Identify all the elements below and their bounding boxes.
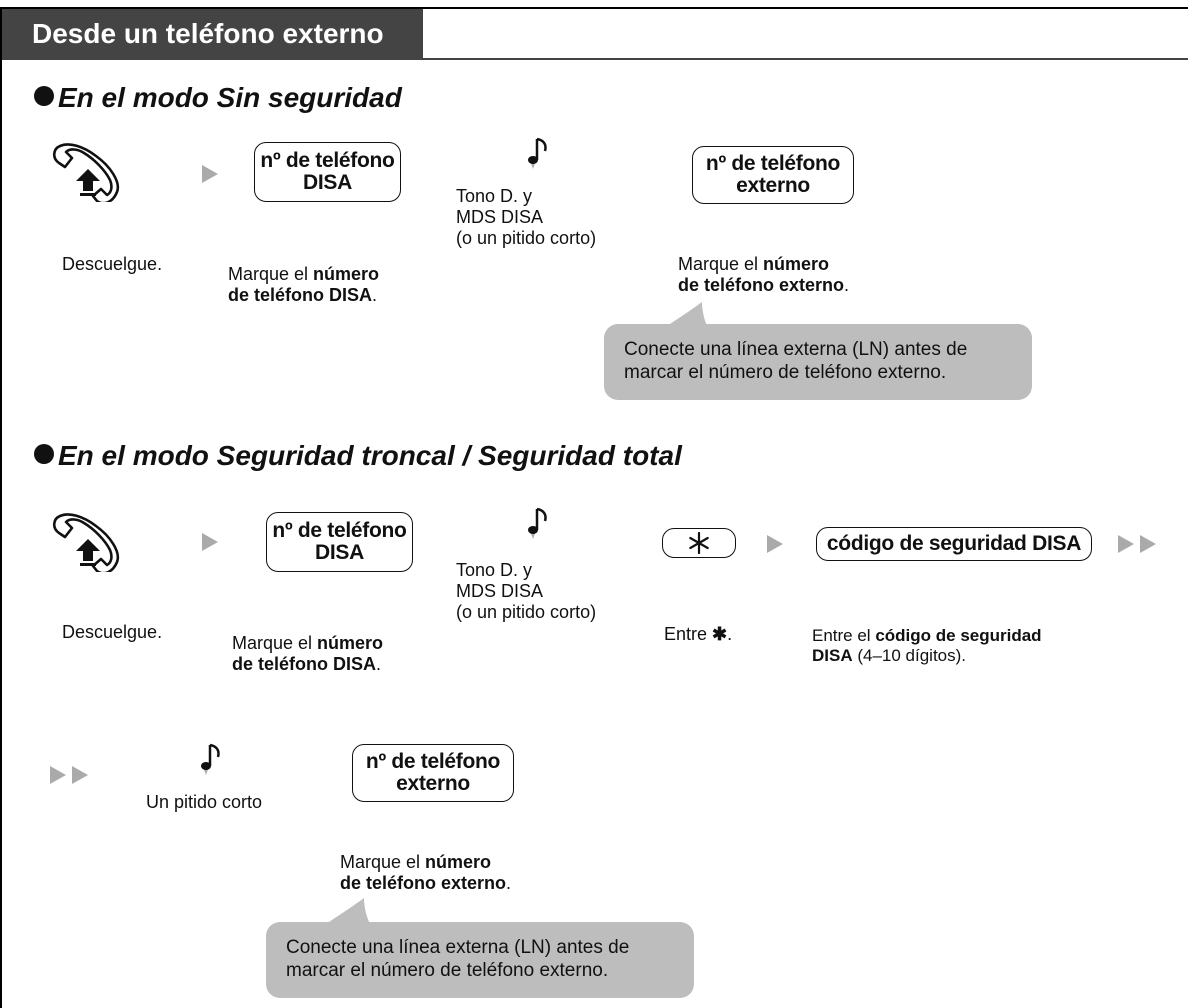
triangle-right-icon — [202, 533, 218, 551]
triangle-right-icon — [202, 165, 218, 183]
note-pointer — [326, 898, 370, 924]
bullet-icon — [34, 444, 54, 464]
tone-caption: Tono D. y MDS DISA (o un pitido corto) — [456, 186, 597, 248]
section-header-title: Desde un teléfono externo — [32, 18, 384, 49]
double-triangle-right-icon — [1118, 535, 1156, 553]
musical-note-tone-icon — [528, 507, 547, 539]
external-number-key: nº de teléfono externo — [352, 744, 514, 802]
frame-top-border — [0, 7, 1188, 9]
offhook-caption: Descuelgue. — [62, 254, 163, 274]
external-number-key: nº de teléfono externo — [692, 146, 854, 204]
frame-left-border — [0, 7, 2, 1008]
triangle-right-icon — [767, 535, 783, 553]
star-key — [662, 528, 736, 558]
dial-external-caption: Marque el número de teléfono externo. — [678, 254, 850, 295]
disa-number-key: nº de teléfono DISA — [254, 142, 401, 202]
mode-title-security: En el modo Seguridad troncal / Seguridad… — [34, 440, 682, 472]
musical-note-tone-icon — [528, 137, 547, 169]
mode-title-no-security: En el modo Sin seguridad — [34, 82, 402, 114]
offhook-caption: Descuelgue. — [62, 622, 163, 642]
section-header: Desde un teléfono externo — [2, 9, 423, 59]
musical-note-tone-icon — [201, 743, 220, 775]
disa-security-code-key: código de seguridad DISA — [816, 527, 1092, 561]
bullet-icon — [34, 86, 54, 106]
double-triangle-right-icon — [50, 766, 88, 784]
short-beep-caption: Un pitido corto — [146, 792, 263, 812]
note-pointer — [664, 302, 708, 328]
enter-star-caption: Entre ✱. — [664, 624, 733, 644]
dial-external-caption: Marque el número de teléfono externo. — [340, 852, 512, 893]
note-bubble: Conecte una línea externa (LN) antes de … — [604, 324, 1032, 400]
phone-handset-offhook-icon — [52, 513, 120, 572]
dial-disa-caption: Marque el número de teléfono DISA. — [228, 264, 380, 305]
star-key-icon — [689, 532, 709, 554]
phone-handset-offhook-icon — [52, 143, 120, 202]
header-rule — [2, 58, 1188, 60]
tone-caption: Tono D. y MDS DISA (o un pitido corto) — [456, 560, 597, 622]
disa-number-key: nº de teléfono DISA — [266, 512, 413, 572]
enter-code-caption: Entre el código de seguridad DISA (4–10 … — [812, 626, 1042, 665]
note-bubble: Conecte una línea externa (LN) antes de … — [266, 922, 694, 998]
dial-disa-caption: Marque el número de teléfono DISA. — [232, 633, 384, 674]
